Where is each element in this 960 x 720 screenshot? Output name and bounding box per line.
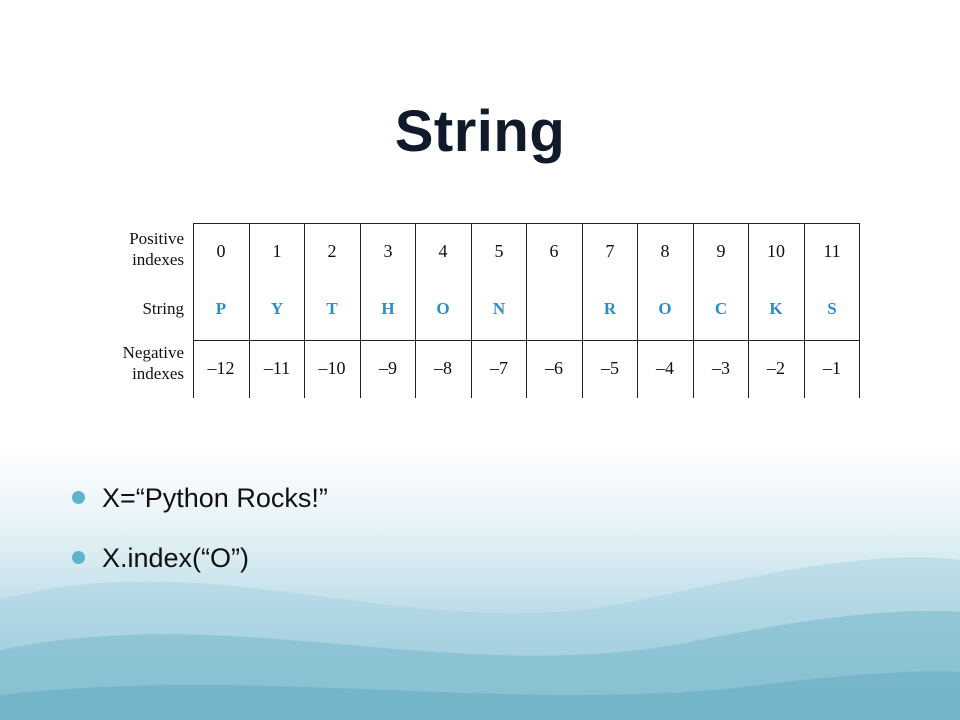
negative-index-cell: –9 — [379, 358, 397, 378]
string-letter-cell: R — [603, 299, 617, 318]
bullet-list: X=“Python Rocks!” X.index(“O”) — [72, 478, 872, 598]
string-letter-cell: T — [326, 299, 338, 318]
positive-index-cell: 5 — [494, 241, 504, 261]
negative-index-cell: –11 — [263, 358, 291, 378]
negative-index-cell: –1 — [823, 358, 841, 378]
row-label-string: String — [142, 299, 184, 318]
grid-vline — [526, 223, 527, 398]
string-index-table: Positive indexes String Negative indexes… — [104, 208, 874, 420]
grid-vline — [304, 223, 305, 398]
negative-index-cell: –2 — [767, 358, 785, 378]
row-label-positive-line1: Positive — [129, 229, 184, 248]
grid-hline — [193, 340, 859, 341]
negative-index-cell: –3 — [712, 358, 730, 378]
background-wave — [0, 557, 960, 720]
string-letter-cell: O — [436, 299, 450, 318]
negative-index-cell: –12 — [207, 358, 235, 378]
bullet-dot-icon — [72, 551, 85, 564]
string-letter-cell: Y — [270, 299, 284, 318]
positive-index-cell: 9 — [716, 241, 726, 261]
grid-vline — [360, 223, 361, 398]
bullet-text: X.index(“O”) — [102, 543, 250, 573]
string-letter-cell: C — [714, 299, 728, 318]
grid-vline — [859, 223, 860, 398]
grid-vline — [193, 223, 194, 398]
positive-index-cell: 0 — [216, 241, 226, 261]
positive-index-cell: 11 — [823, 241, 841, 261]
string-letter-cell: K — [769, 299, 783, 318]
string-letter-cell: O — [658, 299, 672, 318]
positive-index-cell: 1 — [272, 241, 282, 261]
bullet-item: X=“Python Rocks!” — [72, 478, 872, 518]
negative-index-cell: –8 — [434, 358, 452, 378]
grid-vline — [415, 223, 416, 398]
row-label-negative-line2: indexes — [132, 364, 184, 383]
positive-index-cell: 10 — [767, 241, 785, 261]
positive-index-cell: 2 — [327, 241, 337, 261]
grid-vline — [748, 223, 749, 398]
row-label-negative: Negative indexes — [104, 342, 184, 384]
negative-index-cell: –5 — [601, 358, 619, 378]
positive-index-cell: 4 — [438, 241, 448, 261]
string-letter-cell: N — [492, 299, 506, 318]
grid-vline — [582, 223, 583, 398]
bullet-item: X.index(“O”) — [72, 538, 872, 578]
negative-index-cell: –4 — [656, 358, 674, 378]
row-label-negative-line1: Negative — [122, 343, 184, 362]
grid-vline — [249, 223, 250, 398]
bullet-text: X=“Python Rocks!” — [102, 483, 328, 513]
grid-vline — [693, 223, 694, 398]
negative-index-cell: –10 — [318, 358, 346, 378]
slide-title: String — [394, 99, 566, 164]
grid-vline — [471, 223, 472, 398]
string-letter-cell: H — [381, 299, 395, 318]
string-letter-cell: P — [215, 299, 227, 318]
grid-vline — [637, 223, 638, 398]
row-label-positive-line2: indexes — [132, 250, 184, 269]
grid-hline — [193, 223, 859, 224]
row-label-positive: Positive indexes — [104, 228, 184, 270]
grid-vline — [804, 223, 805, 398]
bullet-dot-icon — [72, 491, 85, 504]
positive-index-cell: 8 — [660, 241, 670, 261]
positive-index-cell: 3 — [383, 241, 393, 261]
positive-index-cell: 7 — [605, 241, 615, 261]
negative-index-cell: –7 — [490, 358, 508, 378]
positive-index-cell: 6 — [549, 241, 559, 261]
negative-index-cell: –6 — [545, 358, 563, 378]
string-letter-cell: S — [827, 299, 837, 318]
